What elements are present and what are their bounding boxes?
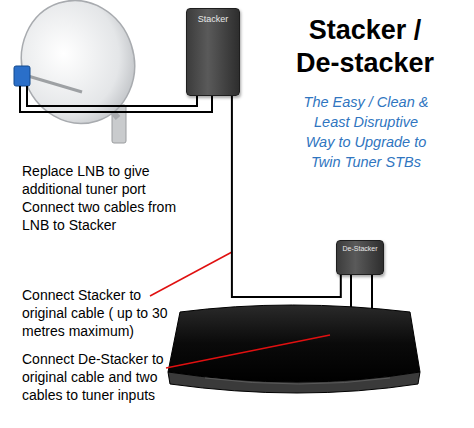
subtitle-text: The Easy / Clean & Least Disruptive Way … bbox=[300, 92, 432, 172]
device-label: De-Stacker bbox=[337, 245, 383, 252]
leader-line bbox=[150, 252, 232, 296]
satellite-dish bbox=[6, 0, 151, 138]
lnb-arm bbox=[28, 76, 82, 92]
annotation-text: Connect De-Stacker to original cable and… bbox=[22, 350, 187, 404]
stacker-box: Stacker bbox=[186, 8, 240, 96]
destacker-box: De-Stacker bbox=[336, 240, 384, 275]
lnb-cable bbox=[27, 86, 197, 106]
annotation-text: Connect Stacker to original cable ( up t… bbox=[22, 286, 187, 340]
annotation-text: Replace LNB to give additional tuner por… bbox=[22, 162, 200, 234]
lnb bbox=[14, 66, 30, 86]
device-label: Stacker bbox=[187, 14, 239, 24]
leader-line bbox=[166, 335, 330, 368]
lnb-cable bbox=[20, 86, 212, 112]
set-top-box bbox=[168, 305, 420, 393]
diagram-title: Stacker / De-stacker bbox=[285, 14, 445, 80]
